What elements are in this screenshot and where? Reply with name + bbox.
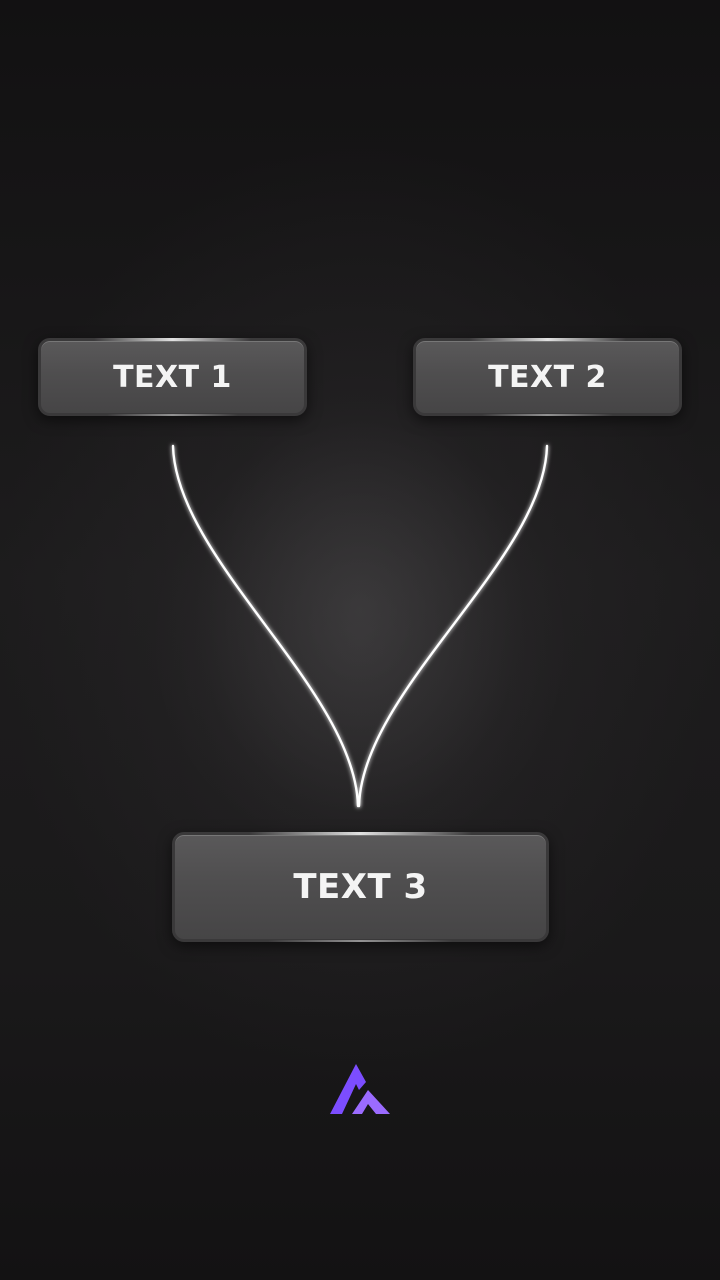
background-glow [150,420,570,860]
mountain-logo-icon [330,1064,390,1114]
node-label: TEXT 3 [293,867,428,907]
node-text-3: TEXT 3 [172,832,549,942]
node-label: TEXT 2 [488,359,607,395]
connector-left [171,444,360,808]
node-label: TEXT 1 [113,359,232,395]
node-text-2: TEXT 2 [413,338,682,416]
node-text-1: TEXT 1 [38,338,307,416]
connector-right [357,444,549,808]
